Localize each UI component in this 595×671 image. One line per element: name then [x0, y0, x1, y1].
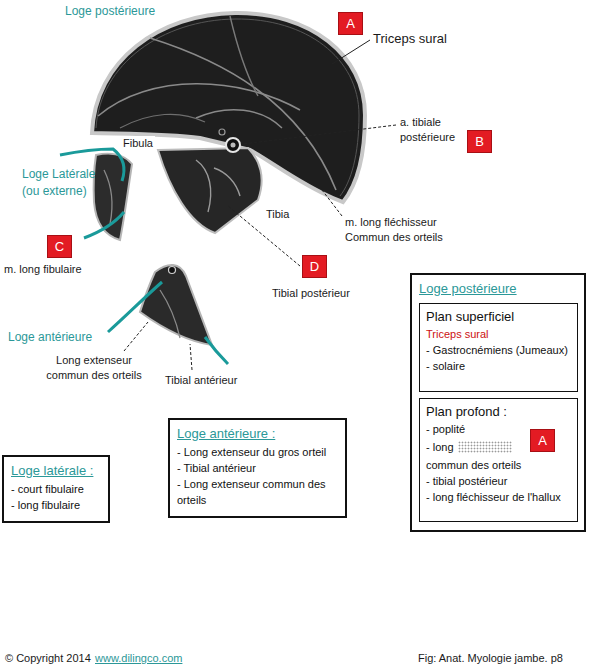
list-item: - Long extenseur du gros orteil	[177, 444, 339, 460]
list-item: - poplité	[426, 421, 571, 437]
leader-line	[322, 190, 342, 216]
leader-line	[190, 344, 192, 370]
lateral-compartment	[94, 154, 132, 240]
compartment-label: Loge Latérale (ou externe)	[22, 166, 104, 200]
muscle-septum	[230, 16, 258, 96]
callout-number: D	[302, 255, 327, 278]
muscle-septum	[98, 84, 300, 116]
callout-letter: C	[48, 236, 71, 257]
callout-letter: B	[468, 131, 491, 152]
list-item: - Gastrocnémiens (Jumeaux)	[426, 342, 571, 358]
website-link: www.dilingco.com	[95, 651, 182, 666]
compartment-panel: Loge postérieurePlan superficielTriceps …	[410, 273, 586, 532]
compartment-panel: Loge latérale : - court fibulaire- long f…	[2, 455, 110, 523]
box-heading: Loge antérieure :	[177, 425, 339, 442]
muscle-label: m. long fléchisseur Commun des orteils	[345, 215, 460, 245]
leader-line	[124, 322, 148, 351]
copyright-note: © Copyright 2014	[5, 651, 91, 666]
list-item: commun des orteils	[426, 459, 521, 471]
list-item: Triceps sural	[426, 326, 571, 342]
box-heading: Loge postérieure	[419, 280, 578, 297]
list-item: - court fibulaire	[11, 481, 102, 497]
muscle-septum	[120, 114, 205, 128]
muscle-label: Long extenseur commun des orteils	[38, 353, 150, 383]
tibia-outline	[196, 160, 240, 212]
callout-letter: A	[531, 430, 554, 451]
posterior-tibial-artery	[226, 138, 240, 152]
vessel-label: a. tibiale postérieure	[400, 115, 462, 145]
list-item: - Tibial antérieur	[177, 460, 339, 476]
callout-number: B	[467, 130, 492, 153]
list-item: - Long extenseur commun des orteils	[177, 476, 339, 508]
callout-number: A	[530, 429, 555, 452]
box-heading: Plan superficiel	[426, 308, 571, 326]
compartment-label: Loge antérieure	[8, 329, 92, 346]
bone-label: Tibia	[266, 207, 289, 222]
anterior-compartment	[140, 265, 212, 345]
compartment-panel: Loge antérieure : - Long extenseur du gro…	[168, 418, 347, 518]
callout-letter: A	[339, 13, 362, 34]
leader-line	[243, 125, 396, 144]
fibula-outline	[104, 170, 112, 224]
list-item: - long	[426, 441, 454, 453]
compartment-boundary	[84, 212, 124, 238]
muscle-septum	[196, 110, 282, 128]
muscle-label: Triceps sural	[373, 30, 447, 48]
muscle-label: Tibial antérieur	[165, 373, 237, 388]
list-item: - solaire	[426, 358, 571, 374]
muscle-septum	[160, 290, 180, 338]
leader-line	[228, 206, 300, 266]
muscle-plane-box: Plan profond : A- poplité - long commun des…	[419, 398, 578, 522]
muscle-plane-box: Plan superficielTriceps sural- Gastrocné…	[419, 303, 578, 392]
dotted-blank	[458, 441, 512, 453]
muscle-label: m. long fibulaire	[4, 262, 82, 277]
tibia-region	[158, 148, 262, 233]
vein	[219, 129, 225, 135]
callout-letter: D	[303, 256, 326, 277]
figure-reference: Fig: Anat. Myologie jambe. p8	[418, 651, 563, 666]
callout-number: A	[338, 12, 363, 35]
list-item: - long fléchisseur de l'hallux	[426, 489, 571, 505]
list-item: - long fibulaire	[11, 497, 102, 513]
bone-label: Fibula	[121, 136, 155, 151]
compartment-label: Loge postérieure	[65, 3, 155, 20]
compartment-boundary	[205, 337, 228, 364]
artery-lumen	[231, 143, 236, 148]
callout-number: C	[47, 235, 72, 258]
box-heading: Loge latérale :	[11, 462, 102, 479]
muscle-label: Tibial postérieur	[272, 286, 350, 301]
anterior-vessel	[169, 267, 176, 274]
leader-line	[332, 40, 370, 64]
box-heading: Plan profond :	[426, 403, 571, 421]
list-item: - tibial postérieur	[426, 473, 571, 489]
compartment-boundary	[108, 282, 162, 332]
